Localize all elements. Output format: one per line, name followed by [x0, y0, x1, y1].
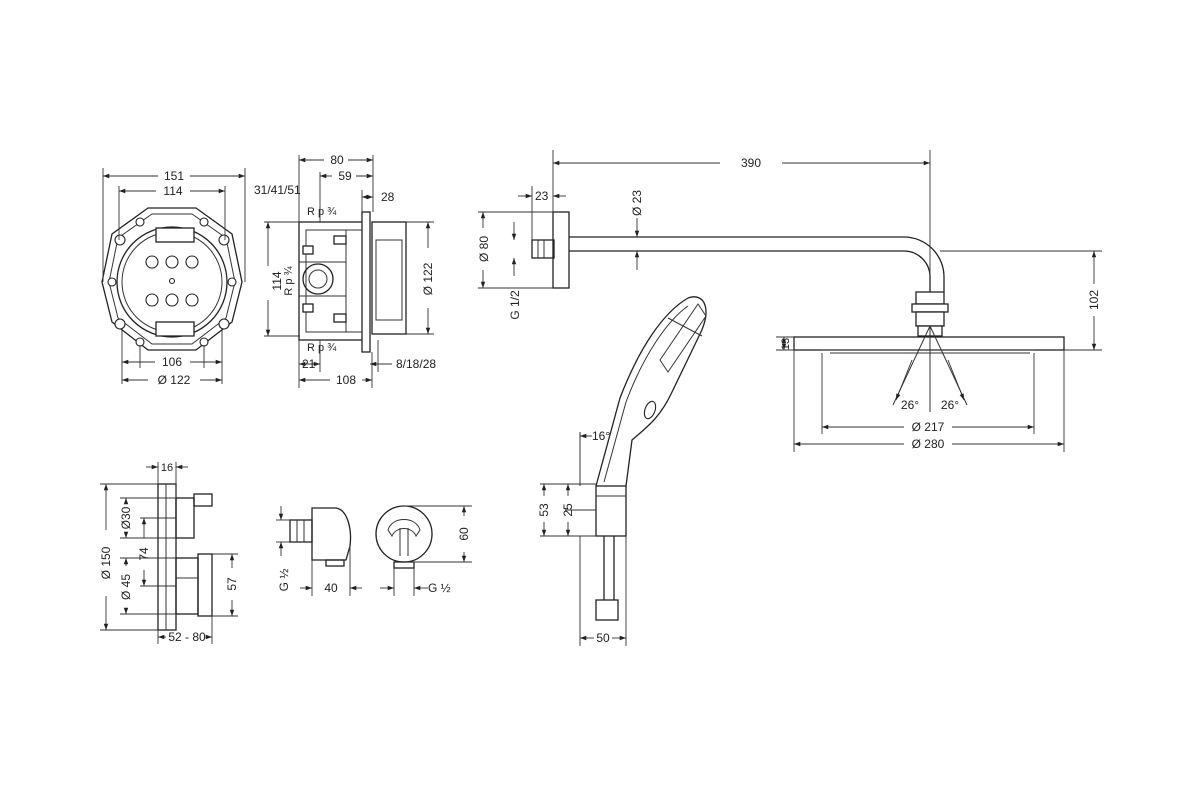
dim-122-side: Ø 122	[421, 262, 435, 295]
dim-59: 59	[338, 169, 352, 183]
dim-16: 16	[161, 462, 173, 474]
dim-28: 28	[381, 190, 395, 204]
dim-diameter-150: Ø 150	[99, 546, 113, 579]
dim-21: 21	[302, 357, 316, 371]
dim-13: 13	[780, 338, 792, 350]
thread-mid: R p ¾	[283, 266, 295, 296]
angle-16: 16°	[592, 429, 610, 443]
thread-g-half-side: G ½	[277, 569, 291, 592]
thread-g-half-front: G ½	[428, 581, 451, 595]
dim-114: 114	[163, 184, 182, 198]
thermostat-view: 16 Ø 150 Ø30 74 Ø 45 57 52 - 80	[99, 462, 239, 644]
dim-25: 25	[561, 503, 575, 517]
dim-8-18-28: 8/18/28	[396, 357, 436, 371]
dim-diameter-80: Ø 80	[477, 236, 491, 262]
wall-outlet-front-view: 60 G ½	[375, 505, 472, 596]
angle-26-left: 26°	[901, 398, 919, 412]
dim-40: 40	[324, 581, 338, 595]
dim-diameter-45: Ø 45	[119, 574, 133, 600]
shower-arm-view: 390 23 Ø 23 Ø 80 G 1/2 102 13 26° 26° Ø …	[477, 150, 1102, 452]
dim-diameter-23: Ø 23	[630, 190, 644, 216]
dim-60: 60	[457, 527, 471, 541]
hand-shower-view: 16° 53 25 50	[537, 296, 707, 646]
dim-diameter-217: Ø 217	[912, 420, 945, 434]
dim-80: 80	[330, 153, 344, 167]
dim-114-side: 114	[270, 271, 284, 290]
thread-g-half: G 1/2	[508, 290, 522, 320]
dim-151: 151	[164, 169, 184, 183]
dim-106: 106	[162, 355, 182, 369]
angle-26-right: 26°	[941, 398, 959, 412]
box-front-view: 151 114 106 Ø 122	[101, 168, 246, 387]
dim-108: 108	[336, 373, 356, 387]
dim-390: 390	[741, 156, 761, 170]
dim-57: 57	[225, 577, 239, 591]
dim-53: 53	[537, 503, 551, 517]
dim-74: 74	[137, 547, 151, 561]
dim-31-41-51: 31/41/51	[254, 183, 301, 197]
dim-diameter-280: Ø 280	[912, 437, 945, 451]
dim-50: 50	[596, 631, 610, 645]
wall-outlet-side-view: G ½ 40	[276, 506, 362, 596]
dim-diameter-122: Ø 122	[158, 373, 191, 387]
thread-top: R p ¾	[307, 206, 337, 218]
dim-diameter-30: Ø30	[119, 506, 133, 529]
thread-bottom: R p ¾	[307, 342, 337, 354]
box-side-view: 80 59 31/41/51 28 R p ¾ R p ¾ R p ¾ 114 …	[254, 153, 436, 388]
dim-23: 23	[535, 189, 549, 203]
dim-52-80: 52 - 80	[168, 630, 206, 644]
dim-102: 102	[1087, 290, 1101, 310]
